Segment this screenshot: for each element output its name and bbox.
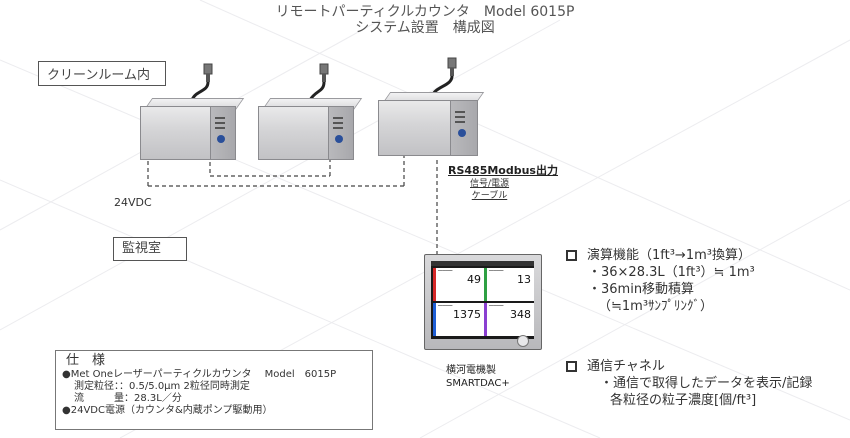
comm-heading: 通信チャネル <box>587 359 665 374</box>
spec-box: 仕 様 ●Met Oneレーザーパーティクルカウンタ Model 6015P 測… <box>55 350 373 430</box>
rs485-label: RS485Modbus出力 <box>448 164 558 177</box>
square-bullet-icon <box>566 250 577 261</box>
logo-icon <box>458 129 466 137</box>
recorder-panel-2: ━━━━━━ 13 <box>484 268 534 301</box>
recorder-device: ━━━━━━ 49 ━━━━━━ 13 ━━━━━━ 1375 ━━━━━━ 3… <box>424 254 542 350</box>
cable-label-line2: ケーブル <box>471 191 508 201</box>
counter-3-side <box>450 100 478 156</box>
calc-feature: 演算機能（1ft³→1m³換算） ・36×28.3L（1ft³）≒ 1m³ ・3… <box>566 247 846 315</box>
recorder-button-icon <box>517 335 529 347</box>
recorder-panel-1: ━━━━━━ 49 <box>433 268 484 301</box>
recorder-panel-3: ━━━━━━ 1375 <box>433 303 484 336</box>
logo-icon <box>335 135 343 143</box>
calc-item-1: ・36×28.3L（1ft³）≒ 1m³ <box>588 265 755 280</box>
spec-heading: 仕 様 <box>66 353 106 368</box>
logo-icon <box>217 135 225 143</box>
calc-item-3: （≒1m³ｻﾝﾌﾟﾘﾝｸﾞ） <box>598 299 714 314</box>
spec-line2: 測定粒径：：0.5/5.0μm 2粒径同時測定 <box>74 381 250 392</box>
comm-feature: 通信チャネル ・通信で取得したデータを表示/記録 各粒径の粒子濃度[個/ft³] <box>566 358 848 409</box>
particle-counter-1 <box>140 58 245 160</box>
recorder-label: 横河電機製 SMARTDAC+ <box>446 364 510 390</box>
recorder-maker: 横河電機製 <box>446 365 496 376</box>
square-bullet-icon <box>566 361 577 372</box>
calc-item-2: ・36min移動積算 <box>588 282 695 297</box>
comm-item-2: 各粒径の粒子濃度[個/ft³] <box>610 393 757 408</box>
comm-item-1: ・通信で取得したデータを表示/記録 <box>600 376 813 391</box>
particle-counter-2 <box>258 58 363 160</box>
recorder-value-3: 1375 <box>453 308 481 321</box>
recorder-screen: ━━━━━━ 49 ━━━━━━ 13 ━━━━━━ 1375 ━━━━━━ 3… <box>431 261 534 339</box>
recorder-model: SMARTDAC+ <box>446 378 510 389</box>
cable-label: 信号/電源 ケーブル <box>470 178 509 202</box>
clean-room-label: クリーンルーム内 <box>38 61 166 86</box>
particle-counter-3 <box>378 52 485 156</box>
recorder-value-4: 348 <box>510 308 531 321</box>
title-line1: リモートパーティクルカウンタ Model 6015P <box>275 4 575 20</box>
title-line2: システム設置 構成図 <box>355 20 495 36</box>
recorder-value-2: 13 <box>517 273 531 286</box>
spec-line4: ●24VDC電源（カウンタ&内蔵ポンプ駆動用） <box>62 405 273 416</box>
calc-heading: 演算機能（1ft³→1m³換算） <box>587 248 751 263</box>
counter-1-front <box>140 106 212 160</box>
recorder-panel-4: ━━━━━━ 348 <box>484 303 534 336</box>
spec-line1: ●Met Oneレーザーパーティクルカウンタ Model 6015P <box>62 369 337 380</box>
power-label: 24VDC <box>114 196 152 209</box>
recorder-value-1: 49 <box>467 273 481 286</box>
counter-2-side <box>328 106 354 160</box>
counter-1-side <box>210 106 236 160</box>
counter-2-front <box>258 106 330 160</box>
monitor-room-label: 監視室 <box>113 237 187 261</box>
diagram-title: リモートパーティクルカウンタ Model 6015P システム設置 構成図 <box>0 4 850 36</box>
cable-label-line1: 信号/電源 <box>470 179 510 189</box>
spec-line3: 流 量：28.3L／分 <box>74 393 182 404</box>
counter-3-front <box>378 100 452 156</box>
